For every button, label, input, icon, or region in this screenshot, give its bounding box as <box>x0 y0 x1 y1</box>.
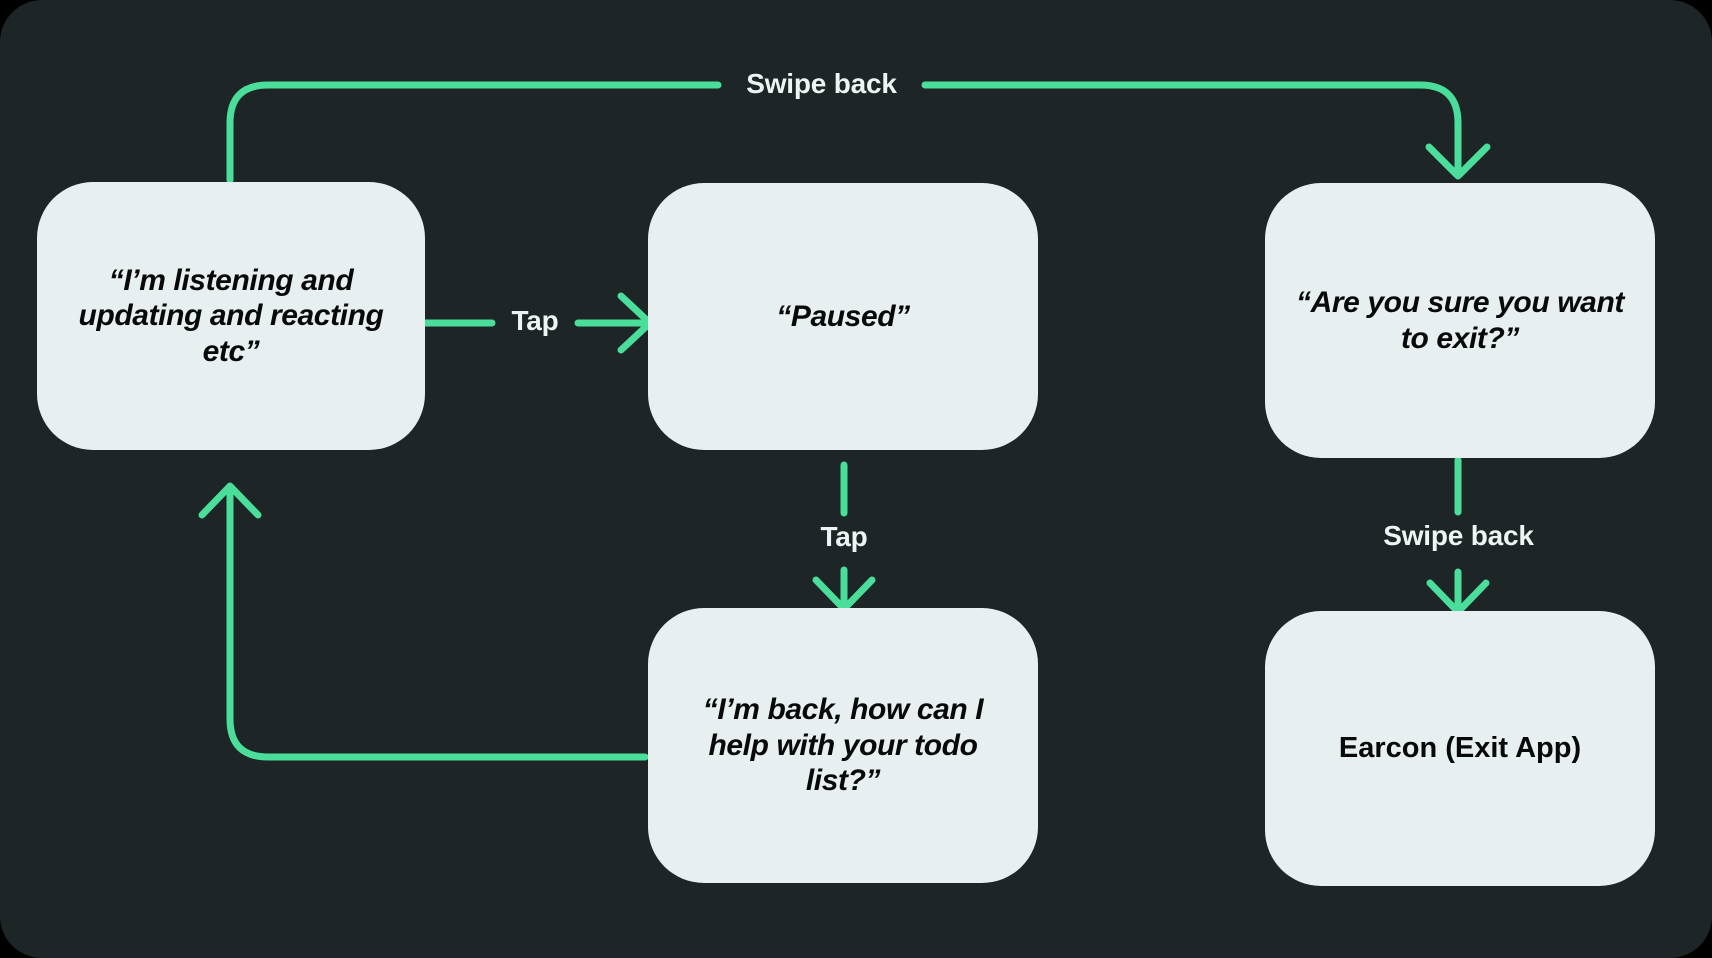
edge-label-text: Tap <box>820 521 868 552</box>
edge-label-text: Swipe back <box>1383 520 1534 551</box>
edge-arrowhead-listening-to-paused <box>617 292 654 354</box>
edge-line-imback-to-listening <box>226 486 649 761</box>
node-paused[interactable]: “Paused” <box>648 183 1038 450</box>
node-paused-label: “Paused” <box>776 299 910 333</box>
node-earcon[interactable]: Earcon (Exit App) <box>1265 611 1655 886</box>
edge-label-tap-listening-to-paused: Tap <box>492 305 578 337</box>
edge-label-swipe-back-right: Swipe back <box>1355 520 1562 552</box>
node-earcon-label: Earcon (Exit App) <box>1338 732 1582 765</box>
node-confirm-exit[interactable]: “Are you sure you want to exit?” <box>1265 183 1655 458</box>
node-im-back-label: “I’m back, how can I help with your todo… <box>702 693 984 798</box>
edge-line-listening-to-confirm-right <box>921 81 1462 176</box>
edge-label-text: Swipe back <box>746 68 897 99</box>
edge-arrowhead-paused-to-imback <box>812 576 876 613</box>
edge-label-text: Tap <box>511 305 559 336</box>
edge-line-listening-to-confirm-left <box>226 81 722 184</box>
edge-arrowhead-imback-to-listening <box>198 482 262 519</box>
node-im-back[interactable]: “I’m back, how can I help with your todo… <box>648 608 1038 883</box>
edge-label-tap-paused-to-imback: Tap <box>801 521 887 553</box>
node-confirm-exit-label: “Are you sure you want to exit?” <box>1296 286 1624 355</box>
edge-arrowhead-confirm-to-earcon <box>1426 579 1490 616</box>
edge-label-swipe-back-top: Swipe back <box>718 68 925 100</box>
edge-arrowhead-listening-to-confirm <box>1425 143 1491 180</box>
node-listening-label: “I’m listening and updating and reacting… <box>78 263 384 368</box>
node-listening[interactable]: “I’m listening and updating and reacting… <box>37 182 425 450</box>
